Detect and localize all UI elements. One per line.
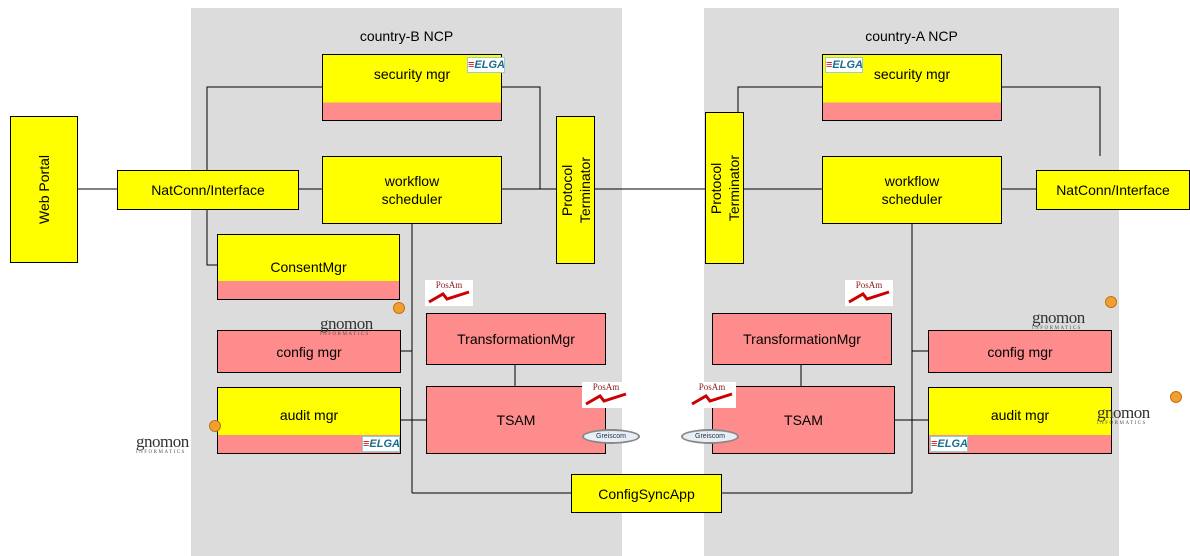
config-sync-app-label: ConfigSyncApp — [598, 485, 695, 502]
country-a-config-mgr-label: config mgr — [987, 343, 1053, 360]
country-a-protocol-terminator-box: Protocol Terminator — [705, 112, 744, 264]
country-b-workflow-scheduler-box: workflow scheduler — [322, 156, 502, 224]
posam-logo: PosAm — [845, 280, 893, 306]
elga-logo: ≡ELGA — [362, 436, 400, 452]
country-b-audit-mgr-label: audit mgr — [279, 407, 339, 423]
country-b-natconn-box: NatConn/Interface — [117, 170, 299, 210]
posam-logo: PosAm — [425, 280, 473, 306]
country-a-workflow-scheduler-label: workflow scheduler — [881, 173, 943, 207]
country-b-workflow-scheduler-label: workflow scheduler — [381, 173, 443, 207]
web-portal-label: Web Portal — [36, 155, 52, 224]
country-a-config-mgr-box: config mgr — [928, 330, 1112, 373]
country-a-security-mgr-label: security mgr — [873, 66, 951, 82]
country-b-audit-mgr-box: audit mgr — [217, 387, 401, 454]
elga-logo: ≡ELGA — [825, 57, 863, 73]
country-b-security-mgr-label: security mgr — [373, 66, 451, 82]
country-b-protocol-terminator-label: Protocol Terminator — [558, 156, 593, 224]
country-a-natconn-label: NatConn/Interface — [1056, 182, 1170, 198]
gnomon-logo: gnomon INFORMATICS — [136, 420, 221, 456]
country-b-panel-title: country-B NCP — [359, 28, 454, 44]
country-b-tsam-box: TSAM — [426, 386, 606, 454]
country-a-audit-mgr-box: audit mgr — [928, 387, 1112, 454]
country-a-tsam-label: TSAM — [784, 412, 823, 428]
country-b-protocol-terminator-box: Protocol Terminator — [556, 116, 595, 264]
gnomon-logo: gnomon INFORMATICS — [320, 302, 405, 338]
country-a-natconn-box: NatConn/Interface — [1036, 170, 1190, 210]
web-portal-box: Web Portal — [10, 116, 78, 263]
country-a-workflow-scheduler-box: workflow scheduler — [822, 156, 1002, 224]
country-a-transformation-mgr-label: TransformationMgr — [743, 331, 861, 347]
greiscom-logo: Greiscom — [582, 429, 640, 444]
gnomon-logo: gnomon INFORMATICS — [1097, 391, 1182, 427]
country-a-audit-mgr-label: audit mgr — [990, 407, 1050, 423]
country-a-tsam-box: TSAM — [712, 386, 895, 454]
country-b-config-mgr-box: config mgr — [217, 330, 401, 373]
country-b-consent-mgr-label: ConsentMgr — [270, 259, 347, 275]
country-b-transformation-mgr-box: TransformationMgr — [426, 313, 606, 365]
country-b-transformation-mgr-label: TransformationMgr — [457, 331, 575, 347]
country-a-panel-title: country-A NCP — [865, 28, 958, 44]
country-b-tsam-label: TSAM — [496, 412, 536, 428]
elga-logo: ≡ELGA — [467, 57, 505, 73]
elga-logo: ≡ELGA — [930, 436, 968, 452]
greiscom-logo: Greiscom — [681, 429, 739, 444]
posam-logo: PosAm — [582, 382, 630, 408]
country-b-consent-mgr-box: ConsentMgr — [217, 234, 400, 300]
country-a-protocol-terminator-label: Protocol Terminator — [707, 154, 742, 222]
gnomon-logo: gnomon INFORMATICS — [1032, 296, 1117, 332]
posam-logo: PosAm — [688, 382, 736, 408]
country-a-transformation-mgr-box: TransformationMgr — [712, 313, 892, 365]
country-b-config-mgr-label: config mgr — [276, 343, 342, 360]
country-b-natconn-label: NatConn/Interface — [151, 182, 265, 198]
config-sync-app-box: ConfigSyncApp — [571, 474, 722, 513]
